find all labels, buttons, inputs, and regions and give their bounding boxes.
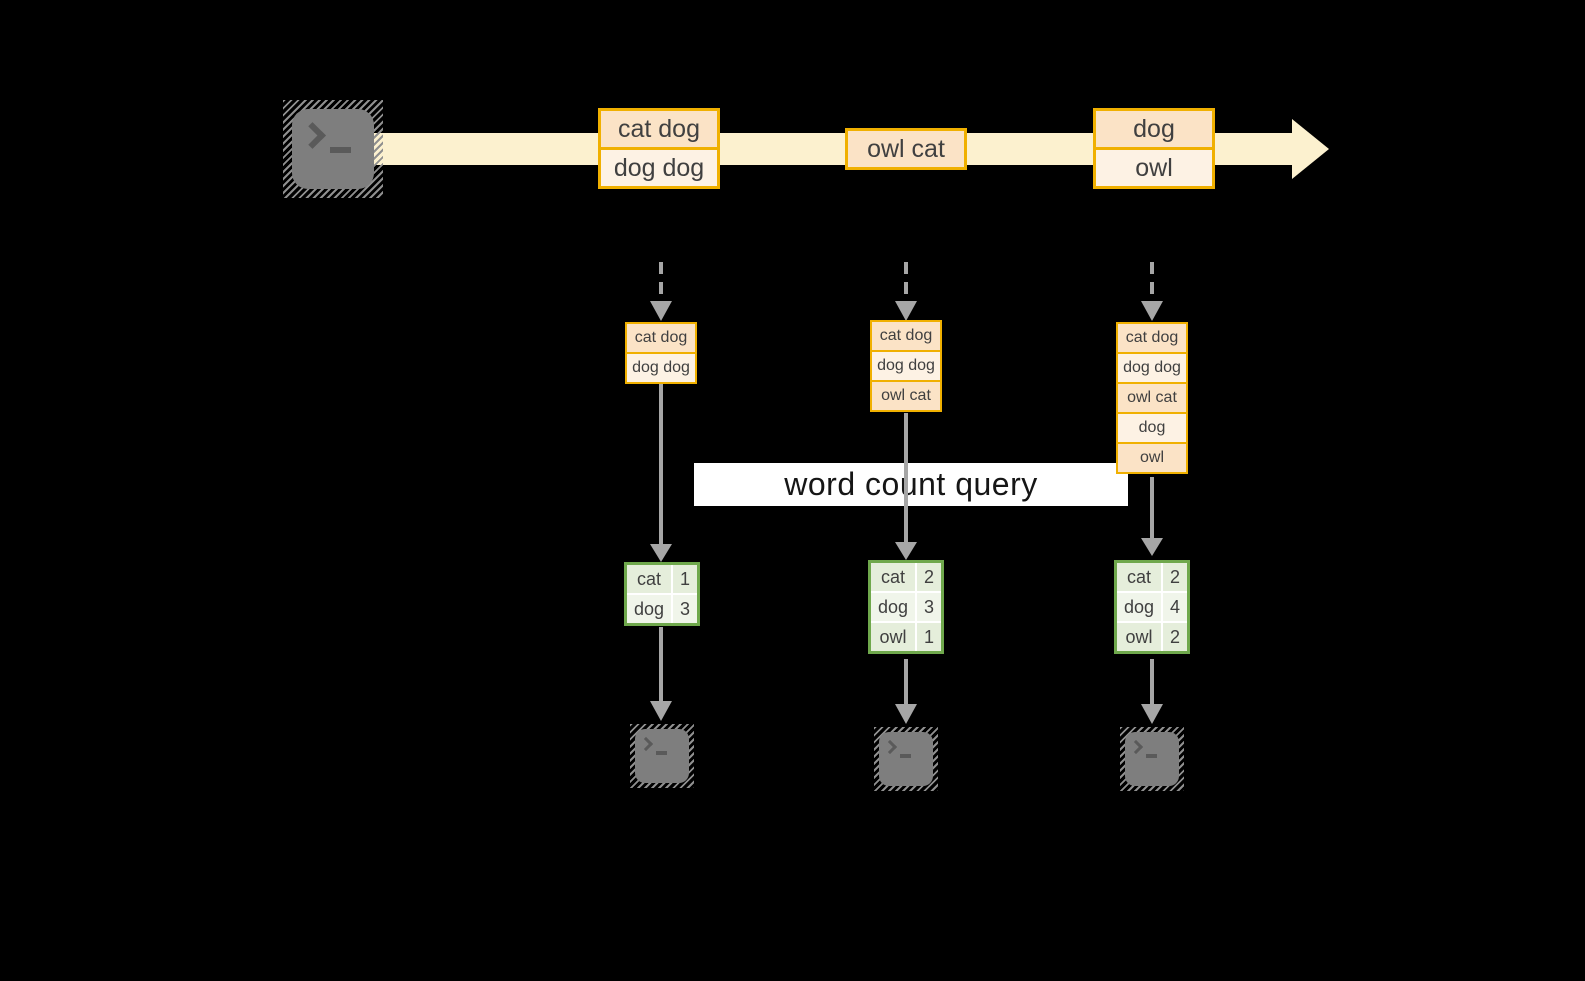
word-cell: cat [871, 563, 915, 591]
prompt-underscore-icon [330, 147, 351, 153]
snapshot-row: owl cat [1118, 384, 1186, 412]
event-text: owl [1135, 153, 1173, 182]
event-record: cat dog [601, 111, 717, 147]
snapshot-row: dog dog [627, 354, 695, 382]
snapshot-row: cat dog [1118, 324, 1186, 352]
snapshot-box-1: cat dog dog dog [625, 322, 697, 384]
snapshot-text: owl [1139, 449, 1164, 466]
event-text: dog [1133, 114, 1175, 143]
count-cell: 4 [1163, 593, 1187, 621]
count-cell: 3 [673, 595, 697, 623]
count-cell: 2 [1163, 563, 1187, 591]
terminal-icon [874, 727, 938, 791]
event-text: owl cat [867, 134, 945, 163]
count-cell: 2 [917, 563, 941, 591]
arrowhead-icon [895, 301, 917, 321]
terminal-plate [635, 729, 689, 783]
count-cell: 1 [673, 565, 697, 593]
arrowhead-icon [895, 704, 917, 724]
stream-arrow-head-icon [1292, 119, 1329, 179]
arrowhead-icon [650, 301, 672, 321]
stream-event-box-2: owl cat [845, 128, 967, 170]
snapshot-text: dog [1138, 419, 1166, 436]
terminal-plate [1125, 732, 1179, 786]
snapshot-row: dog dog [1118, 354, 1186, 382]
snapshot-row: cat dog [627, 324, 695, 352]
event-record: owl [1096, 150, 1212, 186]
arrowhead-icon [1141, 704, 1163, 724]
count-cell: 2 [1163, 623, 1187, 651]
snapshot-row: owl [1118, 444, 1186, 472]
word-cell: dog [627, 595, 671, 623]
word-cell: dog [1117, 593, 1161, 621]
snapshot-text: owl cat [881, 387, 931, 404]
arrowhead-icon [1141, 538, 1163, 556]
event-record: dog [1096, 111, 1212, 147]
snapshot-text: dog dog [1123, 359, 1181, 376]
count-cell: 1 [917, 623, 941, 651]
query-label: word count query [784, 466, 1038, 502]
stream-event-box-3: dog owl [1093, 108, 1215, 189]
snapshot-row: cat dog [872, 322, 940, 350]
snapshot-text: dog dog [632, 359, 690, 376]
word-cell: cat [627, 565, 671, 593]
snapshot-text: owl cat [1127, 389, 1177, 406]
word-count-table-3: cat 2 dog 4 owl 2 [1114, 560, 1190, 654]
snapshot-box-3: cat dog dog dog owl cat dog owl [1116, 322, 1188, 474]
terminal-plate [879, 732, 933, 786]
snapshot-row: owl cat [872, 382, 940, 410]
terminal-icon [1120, 727, 1184, 791]
arrowhead-icon [1141, 301, 1163, 321]
snapshot-row: dog [1118, 414, 1186, 442]
arrowhead-icon [650, 701, 672, 721]
word-count-table-2: cat 2 dog 3 owl 1 [868, 560, 944, 654]
event-text: cat dog [617, 114, 700, 143]
event-record: owl cat [848, 131, 964, 167]
terminal-icon [283, 100, 383, 198]
snapshot-text: cat dog [879, 327, 933, 344]
terminal-icon [630, 724, 694, 788]
query-label-band: word count query [694, 463, 1128, 506]
snapshot-text: cat dog [634, 329, 688, 346]
snapshot-box-2: cat dog dog dog owl cat [870, 320, 942, 412]
snapshot-row: dog dog [872, 352, 940, 380]
word-cell: owl [871, 623, 915, 651]
arrowhead-icon [650, 544, 672, 562]
arrowhead-icon [895, 542, 917, 560]
event-record: dog dog [601, 150, 717, 186]
event-text: dog dog [613, 153, 705, 182]
count-cell: 3 [917, 593, 941, 621]
word-cell: dog [871, 593, 915, 621]
word-cell: owl [1117, 623, 1161, 651]
word-count-table-1: cat 1 dog 3 [624, 562, 700, 626]
snapshot-text: cat dog [1125, 329, 1179, 346]
word-cell: cat [1117, 563, 1161, 591]
prompt-underscore-icon [900, 754, 911, 758]
prompt-underscore-icon [656, 751, 667, 755]
prompt-underscore-icon [1146, 754, 1157, 758]
stream-event-box-1: cat dog dog dog [598, 108, 720, 189]
snapshot-text: dog dog [877, 357, 935, 374]
